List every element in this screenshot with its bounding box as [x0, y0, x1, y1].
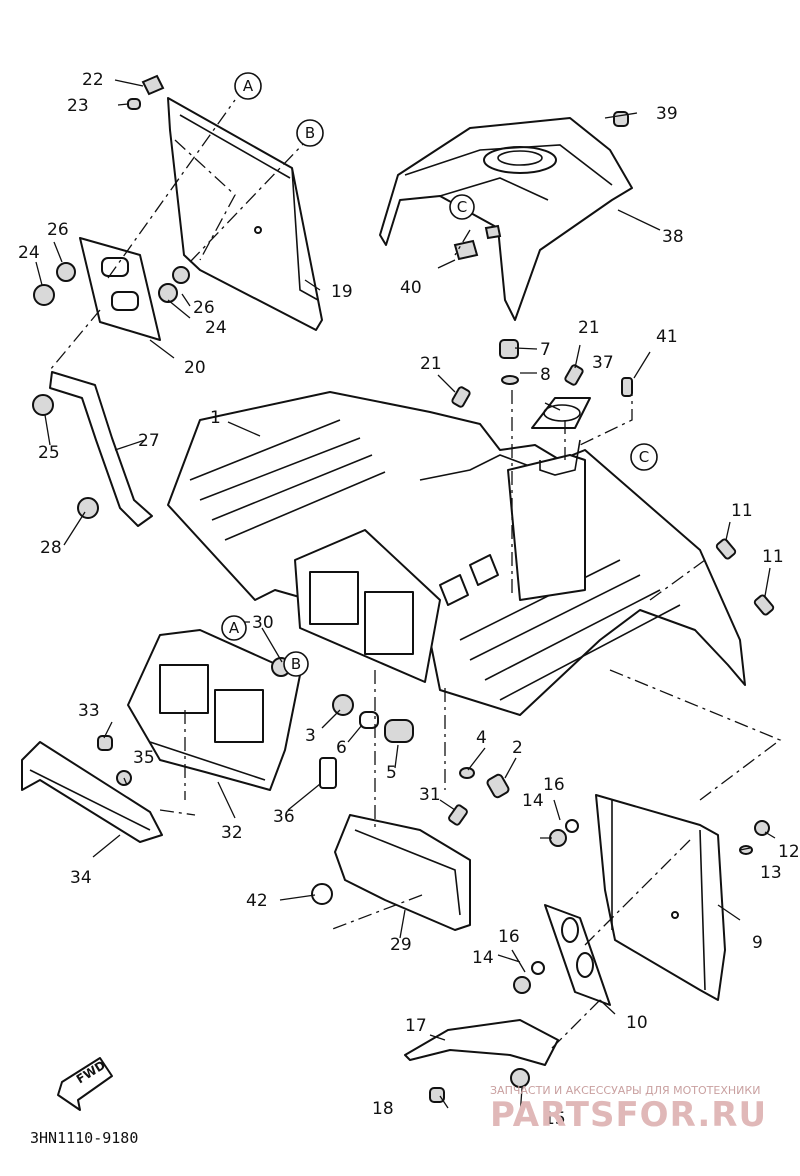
- callout-15: 15: [544, 1109, 566, 1129]
- callout-33: 33: [78, 701, 100, 721]
- callout-25: 25: [38, 443, 60, 463]
- callout-12: 12: [778, 842, 800, 862]
- callout-32: 32: [221, 823, 243, 843]
- callout-28: 28: [40, 538, 62, 558]
- callout-34: 34: [70, 868, 92, 888]
- callout-30: 30: [252, 613, 274, 633]
- ref-c-fender: C: [639, 448, 649, 466]
- callout-26-right: 26: [193, 298, 215, 318]
- ref-b-bottom: B: [291, 655, 301, 673]
- leader-lines: [35, 79, 776, 1117]
- callout-18: 18: [372, 1099, 394, 1119]
- ref-a-top: A: [243, 77, 254, 95]
- callout-23: 23: [67, 96, 89, 116]
- callout-17: 17: [405, 1016, 427, 1036]
- callout-5: 5: [386, 763, 397, 783]
- callout-13: 13: [760, 863, 782, 883]
- fasteners-misc: [97, 111, 775, 1103]
- stay-27: [49, 371, 153, 527]
- diagram-code: 3HN1110-9180: [30, 1129, 138, 1147]
- bracket-17: [404, 1019, 559, 1066]
- reference-markers: A B C C A B: [221, 72, 658, 677]
- watermark-logo: PARTSFOR.RU: [490, 1095, 767, 1135]
- watermark: ЗАПЧАСТИ И АКСЕССУАРЫ ДЛЯ МОТОТЕХНИКИ PA…: [490, 1084, 767, 1135]
- callout-9: 9: [752, 933, 763, 953]
- grommet-37: [531, 397, 591, 429]
- callout-24-right: 24: [205, 318, 227, 338]
- callout-6: 6: [336, 738, 347, 758]
- callout-40: 40: [400, 278, 422, 298]
- fwd-arrow: FWD: [57, 1057, 113, 1111]
- callout-16-bottom: 16: [498, 927, 520, 947]
- callout-21-right: 21: [578, 318, 600, 338]
- callout-35: 35: [133, 748, 155, 768]
- plate-10: [544, 904, 611, 1006]
- callout-21-left: 21: [420, 354, 442, 374]
- front-fender-1: [167, 391, 746, 716]
- callout-4: 4: [476, 728, 487, 748]
- callout-29: 29: [390, 935, 412, 955]
- inner-panel-19: [167, 97, 323, 331]
- callout-41: 41: [656, 327, 678, 347]
- callout-7: 7: [540, 340, 551, 360]
- ref-c-cover: C: [457, 198, 467, 216]
- callout-16-top: 16: [543, 775, 565, 795]
- headlight-cover-32: [127, 629, 301, 791]
- callout-39: 39: [656, 104, 678, 124]
- bumper-34: [21, 741, 163, 843]
- ref-b-top: B: [305, 124, 315, 142]
- callout-labels: 22 23 26 24 26 24 19 20 25 27 28 1 30 33…: [18, 70, 800, 1129]
- callout-38: 38: [662, 227, 684, 247]
- assembly-lines: [49, 99, 782, 1051]
- callout-3: 3: [305, 726, 316, 746]
- callout-20: 20: [184, 358, 206, 378]
- callout-42: 42: [246, 891, 268, 911]
- callout-36: 36: [273, 807, 295, 827]
- callout-26-left: 26: [47, 220, 69, 240]
- callout-1: 1: [210, 408, 221, 428]
- lower-shroud-29: [334, 814, 471, 931]
- callout-2: 2: [512, 738, 523, 758]
- callout-11-top: 11: [731, 501, 753, 521]
- mud-flap-9: [595, 794, 726, 1001]
- bracket-plate-20: [79, 237, 161, 341]
- callout-31: 31: [419, 785, 441, 805]
- top-cover-38: [379, 117, 633, 321]
- callout-14-bottom: 14: [472, 948, 494, 968]
- callout-24-left: 24: [18, 243, 40, 263]
- callout-22: 22: [82, 70, 104, 90]
- callout-14-top: 14: [522, 791, 544, 811]
- callout-11-bottom: 11: [762, 547, 784, 567]
- callout-27: 27: [138, 431, 160, 451]
- callout-10: 10: [626, 1013, 648, 1033]
- callout-8: 8: [540, 365, 551, 385]
- watermark-tagline: ЗАПЧАСТИ И АКСЕССУАРЫ ДЛЯ МОТОТЕХНИКИ: [490, 1084, 760, 1097]
- ref-a-bottom: A: [229, 619, 240, 637]
- callout-19: 19: [331, 282, 353, 302]
- callout-37: 37: [592, 353, 614, 373]
